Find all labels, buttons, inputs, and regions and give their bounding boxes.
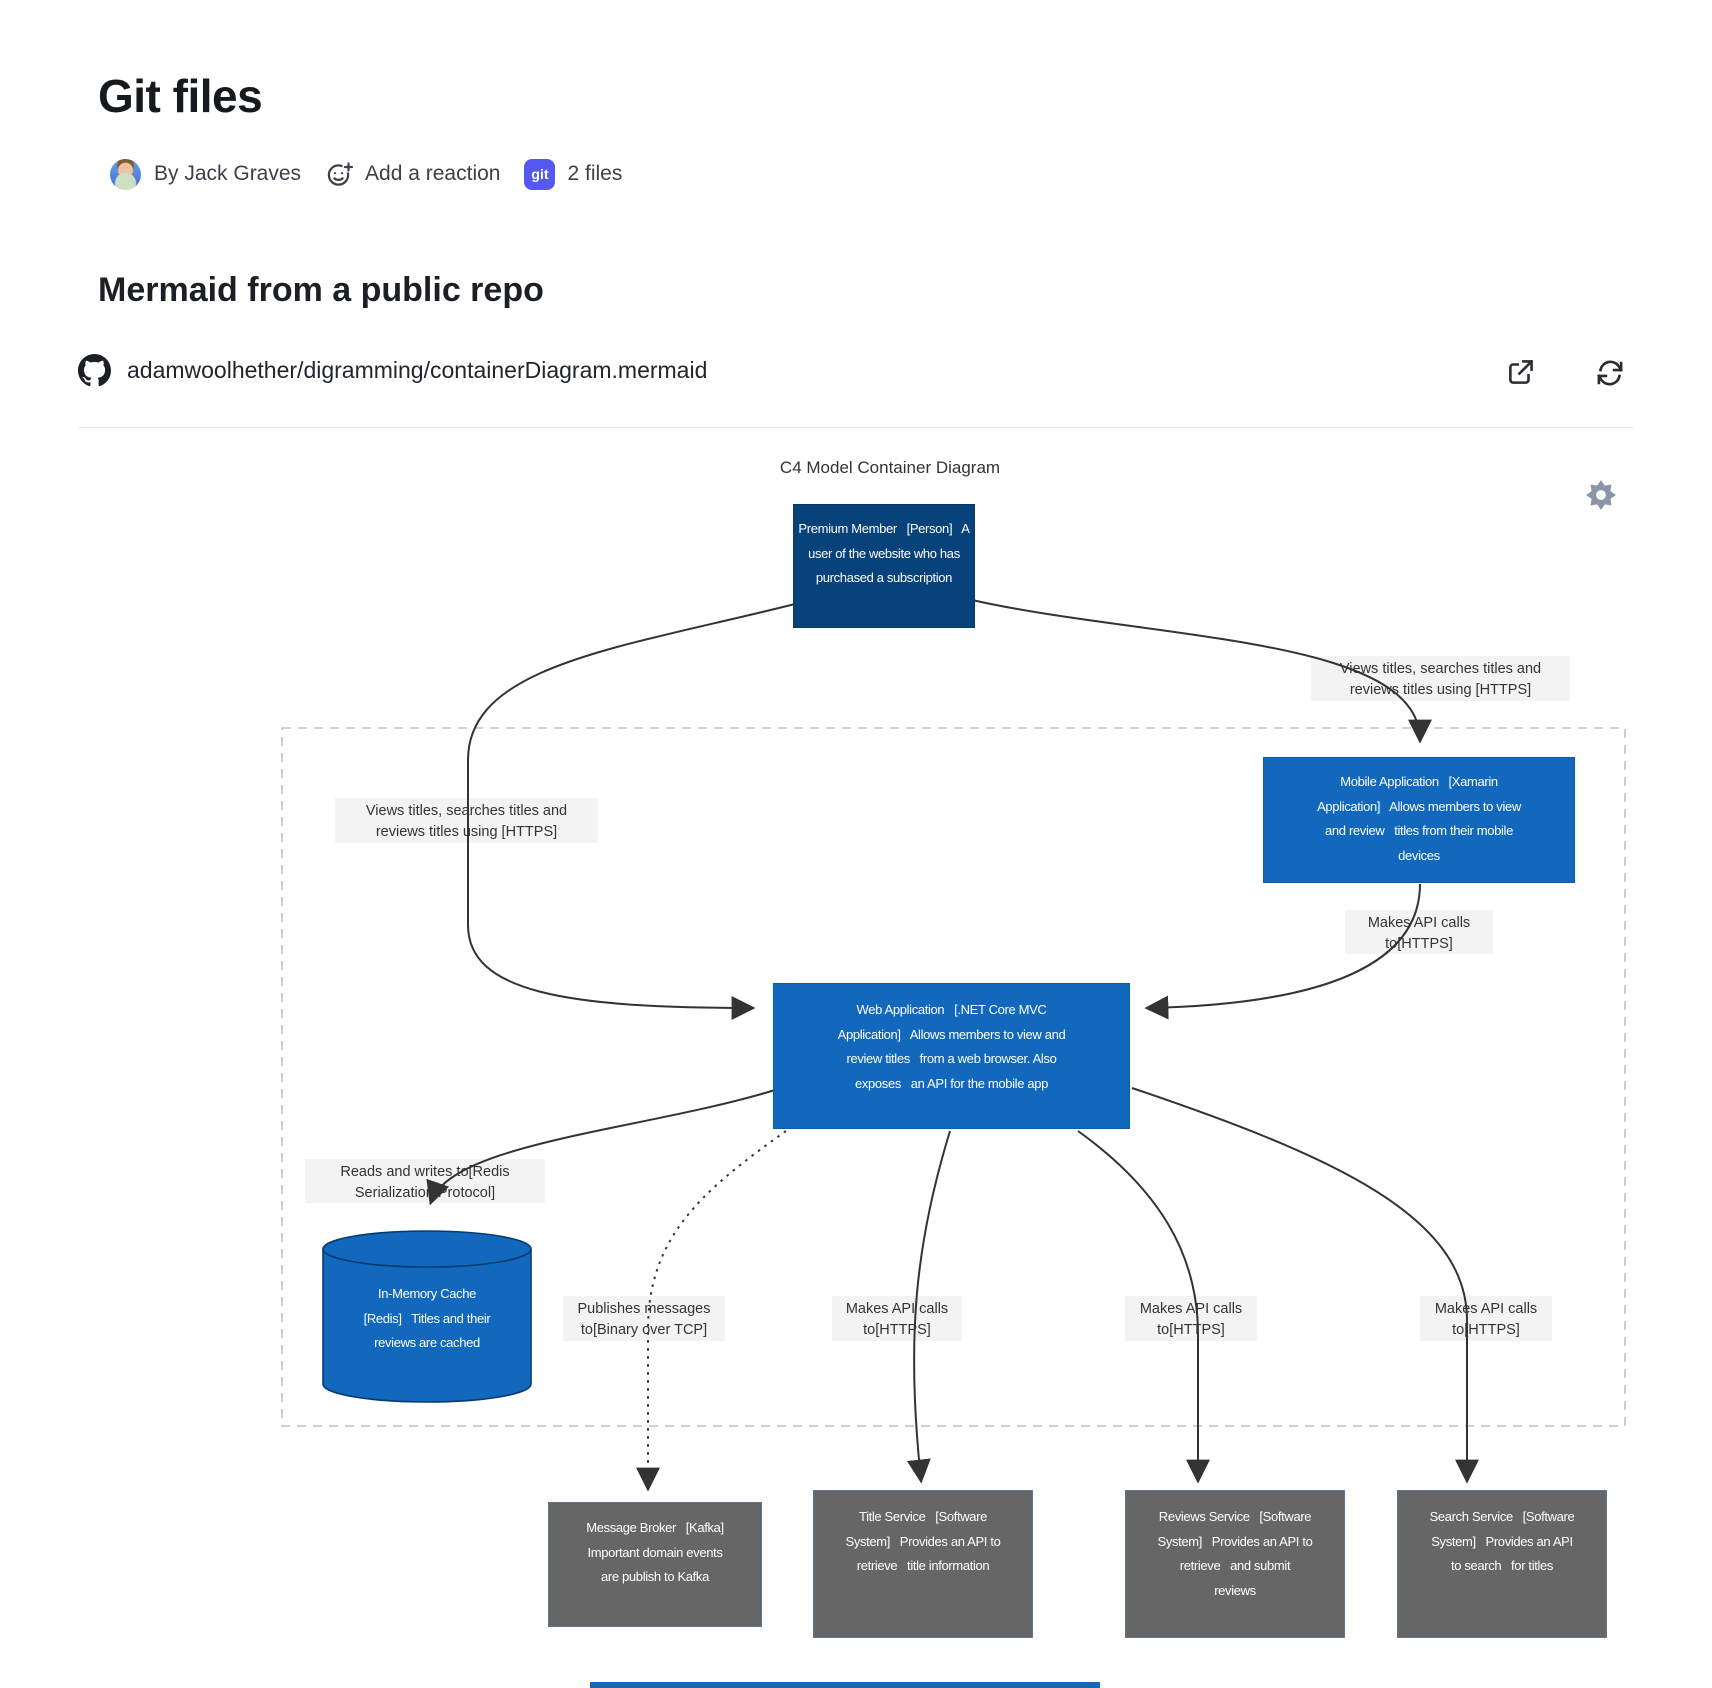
git-file-badge: git (524, 158, 556, 190)
add-reaction-button[interactable]: Add a reaction (325, 159, 500, 189)
edge-web-search (1131, 1087, 1479, 1484)
add-reaction-icon (327, 160, 355, 186)
diagram-title: C4 Model Container Diagram (779, 458, 1001, 477)
file-count: 2 files (567, 162, 623, 185)
edge-label-web-kafka: Publishes messages to[Binary over TCP] (563, 1296, 725, 1341)
node-mobile-application: Mobile Application [Xamarin Application]… (1263, 757, 1575, 883)
node-web-application: Web Application [.NET Core MVC Applicati… (773, 983, 1130, 1129)
edge-label-person-web: Views titles, searches titles and review… (335, 798, 598, 843)
add-reaction-label: Add a reaction (365, 162, 501, 185)
content-divider (78, 427, 1634, 428)
edge-label-web-search: Makes API calls to[HTTPS] (1420, 1296, 1552, 1341)
node-in-memory-cache: In-Memory Cache [Redis] Titles and their… (322, 1230, 532, 1403)
github-icon (78, 354, 111, 387)
author-name: By Jack Graves (154, 162, 302, 185)
edge-label-mobile-web: Makes API calls to[HTTPS] (1345, 910, 1493, 954)
file-section-title: Mermaid from a public repo (98, 271, 544, 310)
repo-link-row: adamwoolhether/digramming/containerDiagr… (78, 354, 707, 387)
cache-label: In-Memory Cache [Redis] Titles and their… (363, 1286, 491, 1350)
node-search-service: Search Service [Software System] Provide… (1397, 1490, 1607, 1638)
repo-link[interactable]: adamwoolhether/digramming/containerDiagr… (127, 357, 708, 383)
edge-label-web-title: Makes API calls to[HTTPS] (832, 1296, 962, 1341)
edge-label-web-reviews: Makes API calls to[HTTPS] (1125, 1296, 1257, 1341)
diagram-settings-gear-icon[interactable] (1585, 479, 1617, 511)
edge-label-person-mobile: Views titles, searches titles and review… (1311, 656, 1570, 701)
edge-label-web-cache: Reads and writes to[Redis Serialization … (305, 1159, 545, 1203)
refresh-button[interactable] (1593, 356, 1627, 390)
avatar[interactable] (110, 158, 141, 190)
node-title-service: Title Service [Software System] Provides… (813, 1490, 1033, 1638)
node-message-broker: Message Broker [Kafka] Important domain … (548, 1502, 762, 1627)
node-premium-member: Premium Member [Person] A user of the we… (793, 504, 975, 628)
open-external-button[interactable] (1503, 356, 1537, 390)
byline-row: By Jack Graves Add a reaction git 2 file… (110, 157, 622, 191)
node-reviews-service: Reviews Service [Software System] Provid… (1125, 1490, 1345, 1638)
next-diagram-peek (590, 1682, 1100, 1688)
page-title: Git files (98, 69, 263, 122)
